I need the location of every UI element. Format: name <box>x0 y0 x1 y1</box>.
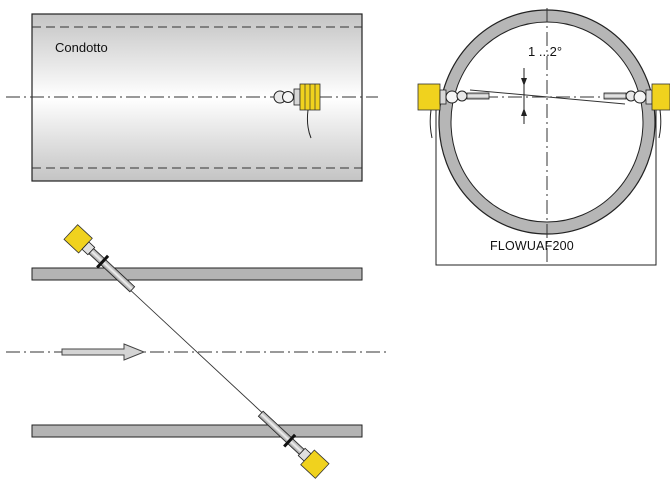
tilted-beam-line <box>469 89 626 105</box>
dimension-bracket <box>435 110 657 266</box>
transducer-icon <box>417 83 490 139</box>
pipe-side-view <box>6 13 378 182</box>
transducer-icon <box>273 83 321 139</box>
transducer-icon <box>257 410 330 479</box>
transducer-icon <box>603 83 670 139</box>
flow-arrow-icon <box>61 343 146 361</box>
pipe-wall-bottom <box>31 424 363 438</box>
pipe-cross-section <box>417 8 670 266</box>
transducer-icon <box>63 224 136 293</box>
pipe-wall-top <box>31 267 363 281</box>
model-label: FLOWUAF200 <box>490 239 574 253</box>
angle-label: 1 ...2° <box>528 44 563 59</box>
sound-path-line <box>125 285 271 421</box>
pipe-diagonal-view <box>6 224 390 479</box>
pipe-label: Condotto <box>55 40 108 55</box>
